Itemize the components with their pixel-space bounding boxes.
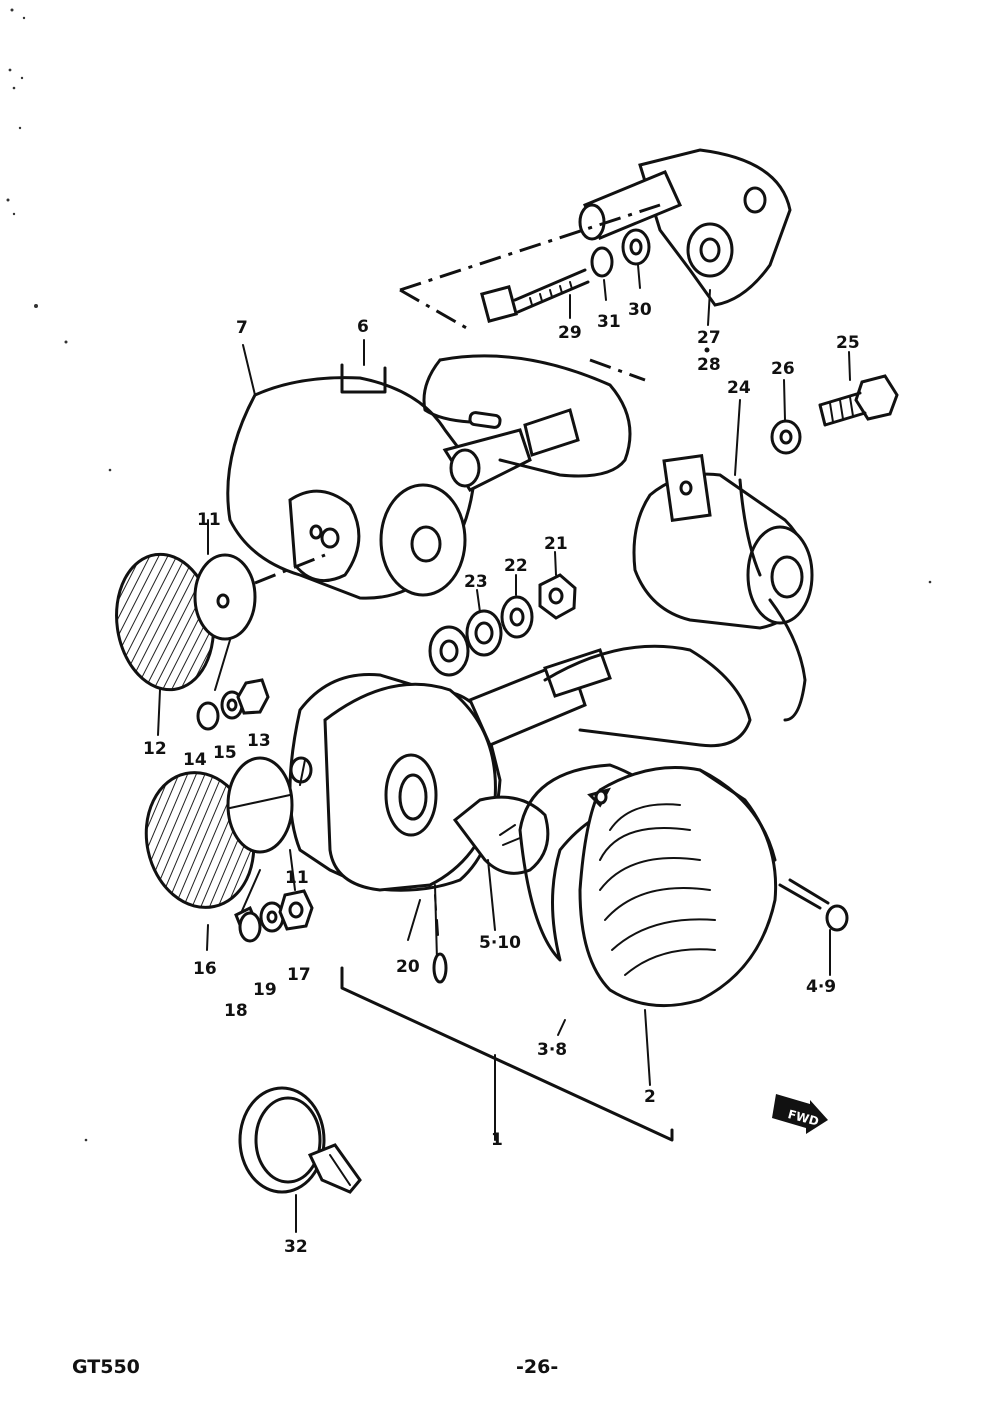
callout-7: 7: [236, 318, 248, 338]
callout-26: 26: [771, 359, 795, 379]
callout-labels: 1 2 3·8 4·9 5·10 6 7 11 11 12 13 14 15 1…: [143, 300, 860, 1257]
callout-20: 20: [396, 957, 420, 977]
fwd-direction-badge: FWD: [772, 1094, 828, 1134]
callout-leaders: [157, 264, 851, 1233]
callout-18: 18: [224, 1001, 248, 1021]
callout-22: 22: [504, 556, 528, 576]
callout-1: 1: [491, 1130, 503, 1150]
callout-2: 2: [644, 1087, 656, 1107]
nut-washer-stack: [428, 573, 577, 677]
callout-25: 25: [836, 333, 860, 353]
lower-reflector: [144, 756, 314, 943]
callout-19: 19: [253, 980, 277, 1000]
callout-23: 23: [464, 572, 488, 592]
callout-12: 12: [143, 739, 167, 759]
callout-27: 27: [697, 328, 721, 348]
mounting-bracket-assembly: [399, 148, 792, 382]
callout-30: 30: [628, 300, 652, 320]
callout-5-10: 5·10: [479, 933, 521, 953]
assembly-bracket-line: [340, 966, 674, 1142]
callout-24: 24: [727, 378, 751, 398]
scan-specks: [6, 8, 932, 1142]
model-code: GT550: [72, 1356, 140, 1378]
callout-16: 16: [193, 959, 217, 979]
callout-11-upper: 11: [197, 510, 221, 530]
hose-clamp: [238, 1086, 362, 1194]
callout-29: 29: [558, 323, 582, 343]
callout-11-lower: 11: [285, 868, 309, 888]
callout-17: 17: [287, 965, 311, 985]
callout-6: 6: [357, 317, 369, 337]
callout-31: 31: [597, 312, 621, 332]
callout-14: 14: [183, 750, 207, 770]
callout-32: 32: [284, 1237, 308, 1257]
page-number: -26-: [516, 1356, 558, 1378]
callout-15: 15: [213, 743, 237, 763]
front-signal-housing: [226, 354, 632, 600]
callout-3-8: 3·8: [537, 1040, 567, 1060]
upper-reflector: [115, 519, 326, 731]
flasher-relay-assembly: [543, 374, 899, 748]
callout-4-9: 4·9: [806, 977, 836, 997]
rear-lens-assembly: [518, 763, 849, 1008]
page-footer: GT550 -26-: [72, 1356, 558, 1378]
callout-21: 21: [544, 534, 568, 554]
callout-28: 28: [697, 355, 721, 375]
callout-13: 13: [247, 731, 271, 751]
rear-signal-body: [288, 648, 612, 984]
